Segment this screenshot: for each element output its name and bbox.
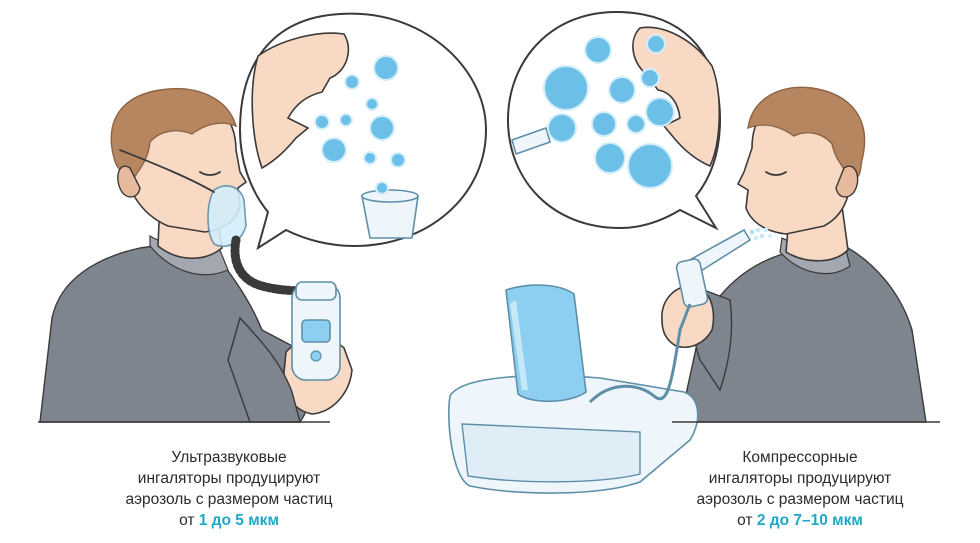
left-droplet-icon xyxy=(339,113,353,127)
right-caption-line2: ингаляторы продуцируют xyxy=(708,470,892,487)
mask-strap xyxy=(119,149,215,193)
left-droplet-icon xyxy=(369,115,395,141)
compressor-tube xyxy=(588,303,692,404)
left-droplet-icon xyxy=(314,114,330,130)
right-bubble-face xyxy=(632,26,721,168)
left-person xyxy=(39,87,353,423)
left-caption-line4: от 1 до 5 мкм xyxy=(79,510,379,531)
spray-droplet-icon xyxy=(763,227,769,233)
left-droplets xyxy=(314,55,406,195)
spray-droplet-icon xyxy=(759,233,765,239)
right-bubble-mouthpiece xyxy=(511,126,551,156)
right-droplet-icon xyxy=(645,97,675,127)
spray-droplet-icon xyxy=(753,235,759,241)
right-droplet-icon xyxy=(640,68,660,88)
right-droplets xyxy=(543,34,675,189)
right-droplet-icon xyxy=(646,34,666,54)
spray-droplet-icon xyxy=(749,229,755,235)
mouthpiece-spray xyxy=(749,227,773,241)
right-droplet-icon xyxy=(543,65,589,111)
compressor-icon xyxy=(448,284,699,494)
right-droplet-icon xyxy=(547,113,577,143)
left-droplet-icon xyxy=(365,97,379,111)
left-droplet-icon xyxy=(321,137,347,163)
left-caption-line1: Ультразвуковые xyxy=(171,449,287,466)
left-zoom-bubble xyxy=(238,12,488,251)
compressor-tank xyxy=(505,284,587,403)
right-droplet-icon xyxy=(584,36,612,64)
left-bubble-cup-rim xyxy=(361,189,419,203)
left-droplet-icon xyxy=(373,55,399,81)
left-person-eye xyxy=(199,171,221,176)
right-droplet-icon xyxy=(591,111,617,137)
right-caption-line1: Компрессорные xyxy=(742,449,858,466)
left-droplet-icon xyxy=(375,181,389,195)
left-caption-particle-size: 1 до 5 мкм xyxy=(198,512,279,529)
compressor-front-panel xyxy=(461,423,641,483)
left-person-ear xyxy=(117,165,141,198)
compressor-tank-highlight xyxy=(510,300,528,390)
left-droplet-icon xyxy=(344,74,360,90)
spray-droplet-icon xyxy=(755,227,761,233)
right-person-eye xyxy=(765,171,787,176)
left-caption: Ультразвуковые ингаляторы продуцируют аэ… xyxy=(79,447,379,531)
right-caption-line3: аэрозоль с размером частиц xyxy=(696,491,904,508)
left-bubble-face xyxy=(251,32,350,170)
right-droplet-icon xyxy=(627,143,673,189)
mask-icon xyxy=(207,185,247,248)
spray-droplet-icon xyxy=(767,233,773,239)
compressor-nebulizer-cup xyxy=(675,258,709,308)
left-caption-line3: аэрозоль с размером частиц xyxy=(125,491,333,508)
right-caption-particle-size: 2 до 7–10 мкм xyxy=(756,512,863,529)
right-caption-line4: от 2 до 7–10 мкм xyxy=(650,510,950,531)
ultrasonic-nebulizer-cap xyxy=(295,281,337,301)
right-droplet-icon xyxy=(594,142,626,174)
left-caption-line2: ингаляторы продуцируют xyxy=(137,470,321,487)
right-person-ear xyxy=(835,165,859,198)
ultrasonic-nebulizer-window xyxy=(301,319,331,343)
left-droplet-icon xyxy=(390,152,406,168)
right-person xyxy=(661,86,927,423)
right-droplet-icon xyxy=(608,76,636,104)
left-caption-prefix: от xyxy=(179,512,199,529)
right-droplet-icon xyxy=(626,114,646,134)
left-droplet-icon xyxy=(363,151,377,165)
right-caption: Компрессорные ингаляторы продуцируют аэр… xyxy=(650,447,950,531)
right-caption-prefix: от xyxy=(737,512,757,529)
ultrasonic-nebulizer-button xyxy=(310,350,322,362)
